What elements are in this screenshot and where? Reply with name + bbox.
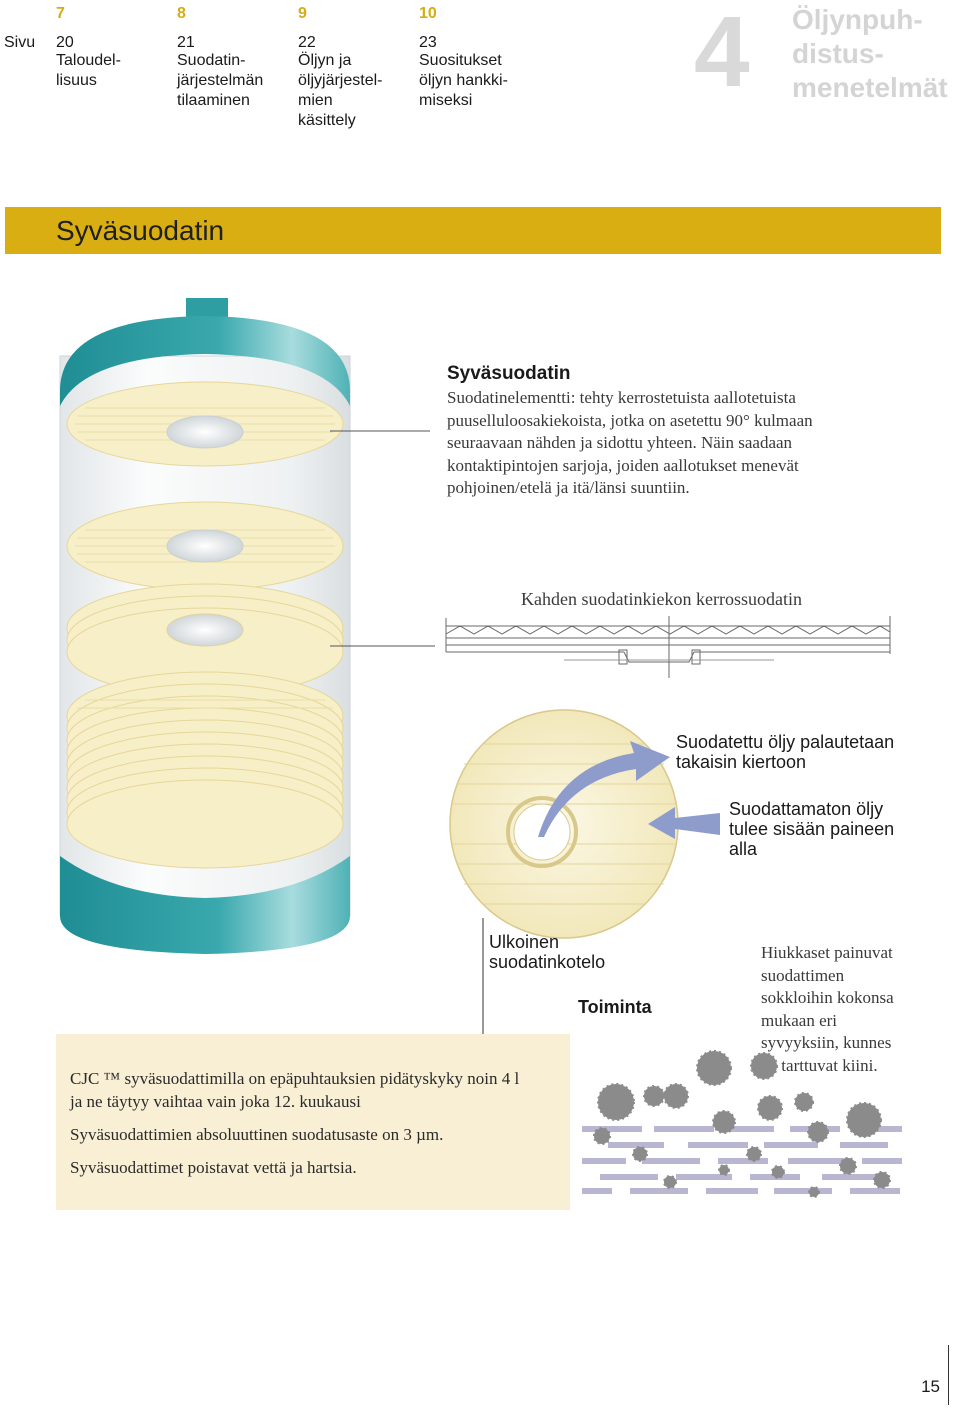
leader-lines: [330, 430, 435, 647]
housing-label: Ulkoinen suodatinkotelo: [489, 932, 606, 972]
page-label: Sivu: [4, 34, 36, 51]
note-rating: Syväsuodattimien absoluuttinen suodatusa…: [70, 1125, 444, 1144]
description-body: Suodatinelementti: tehty kerrostetuista …: [447, 388, 813, 497]
nav-title-9[interactable]: Öljyn ja öljyjärjestel- mien käsittely: [298, 52, 383, 129]
note-capacity: CJC ™ syväsuodattimilla on epäpuhtauksie…: [70, 1069, 520, 1111]
particle-depth-illustration: [582, 1050, 902, 1198]
flow-out-label: Suodatettu öljy palautetaan takaisin kie…: [676, 732, 895, 772]
nav-chapter-7[interactable]: 7: [56, 5, 65, 22]
nav-page-20[interactable]: 20: [56, 34, 74, 51]
current-chapter-title: Öljynpuh- distus- menetelmät: [792, 4, 948, 103]
section-title: Syväsuodatin: [56, 215, 225, 246]
note-water: Syväsuodattimet poistavat vettä ja harts…: [70, 1158, 357, 1177]
particles-description: Hiukkaset painuvat suodattimen sokkloihi…: [761, 943, 894, 1075]
nav-page-22[interactable]: 22: [298, 34, 316, 51]
description-heading: Syväsuodatin: [447, 363, 571, 384]
flow-in-label: Suodattamaton öljy tulee sisään paineen …: [729, 799, 895, 859]
nav-page-23[interactable]: 23: [419, 34, 437, 51]
page-number: 15: [921, 1377, 940, 1396]
nav-chapter-8[interactable]: 8: [177, 5, 186, 22]
function-label: Toiminta: [578, 997, 652, 1017]
nav-page-21[interactable]: 21: [177, 34, 195, 51]
nav-chapter-10[interactable]: 10: [419, 5, 437, 22]
nav-title-10[interactable]: Suositukset öljyn hankki- miseksi: [419, 52, 508, 109]
layer-cross-section: [445, 616, 891, 678]
layers-caption: Kahden suodatinkiekon kerrossuodatin: [521, 589, 802, 609]
nav-title-7[interactable]: Taloudel- lisuus: [56, 52, 121, 89]
note-box: [56, 1034, 570, 1210]
filter-cartridge-illustration: [59, 298, 351, 954]
flow-arrows: [538, 741, 720, 839]
nav-chapter-9[interactable]: 9: [298, 5, 307, 22]
housing-leader: [482, 918, 484, 1036]
page-edge-mark: [948, 1345, 949, 1405]
nav-title-8[interactable]: Suodatin- järjestelmän tilaaminen: [177, 52, 264, 109]
current-chapter-number: 4: [694, 0, 750, 108]
section-banner: [5, 207, 941, 254]
